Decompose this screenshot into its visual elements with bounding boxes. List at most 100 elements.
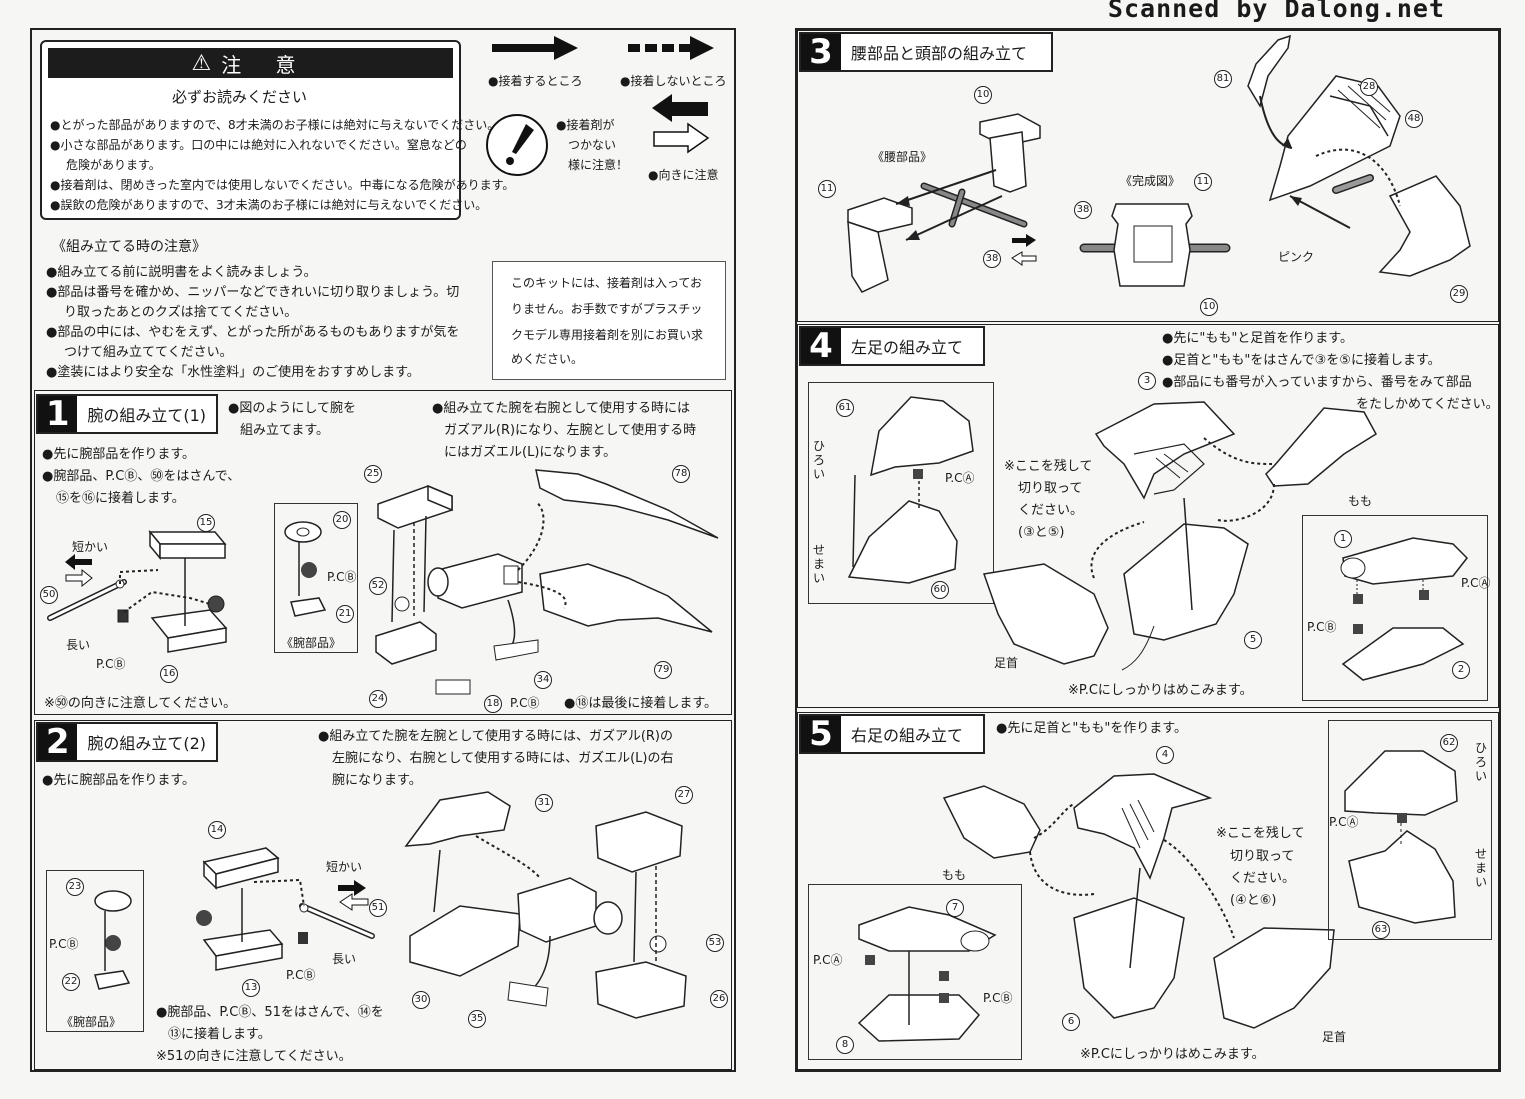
part-78: 78 [672,465,690,483]
caution-title: 注 意 [221,52,310,77]
legend-direction: ●向きに注意 [648,168,719,182]
step2-note-2: 左腕になり、右腕として使用する時には、ガズエル(L)の右 [332,751,674,766]
step1-note-b-3: にはガズエル(L)になります。 [444,445,617,460]
caution-item-4: ●接着剤は、閉めきった室内では使用しないでください。中毒になる危険があります。 [50,178,515,192]
step1-note-b-2: ガズアル(R)になり、左腕として使用する時 [444,423,697,438]
part-24: 24 [369,690,387,708]
step5-ankle-drawing [1344,750,1458,924]
step5-inset-pca: P.CⒶ [1329,815,1359,829]
part-81: 81 [1214,70,1232,88]
step3-panel [797,30,1499,322]
step4-note-4: をたしかめてください。 [1356,397,1499,412]
legend-glue-warning-3: 様に注意！ [568,158,629,172]
step3-label-complete: 《完成図》 [1120,174,1181,188]
step5-keep-note-3: ください。 [1230,871,1296,886]
step5-thigh-drawing [857,906,997,1042]
part-22: 22 [62,973,80,991]
step4-keep-note-1: ※ここを残して [1004,459,1093,474]
step3-header: 3 腰部品と頭部の組み立て [799,32,1053,72]
part-79: 79 [654,661,672,679]
part-20: 20 [333,511,351,529]
direction-arrows-icon [652,94,710,154]
part-52: 52 [369,577,387,595]
step3-head-drawing [1247,34,1471,277]
part-50: 50 [40,586,58,604]
part-11-waist: 11 [818,180,836,198]
step2-bottom-2: ⑬に接着します。 [168,1027,271,1042]
step4-ankle-drawing [847,396,974,584]
part-48: 48 [1405,110,1423,128]
step5-inset-pca-2: P.CⒶ [813,953,843,967]
step4-inset-pcb: P.CⒷ [1307,620,1337,634]
step4-thigh-drawing [1340,537,1468,681]
step5-header: 5 右足の組み立て [799,714,985,754]
inset2-title: 《腕部品》 [61,1015,122,1029]
glue-arrow-icon [492,36,578,60]
step2-arm-parts-inset: P.CⒷ 《腕部品》 [46,870,144,1032]
step1-intro-3: ⑮を⑯に接着します。 [56,491,185,506]
assembly-note-1: ●組み立てる前に説明書をよく読みましょう。 [46,265,317,280]
step2-bottom-1: ●腕部品、P.CⒷ、51をはさんで、⑭を [156,1005,384,1020]
step2-label-long: 長い [332,952,357,966]
step3-complete-drawing [1079,203,1231,287]
step2-arm-subassembly-drawing [196,847,375,971]
part-23: 23 [66,878,84,896]
step5-label-ankle: 足首 [1322,1030,1347,1044]
step5-panel [797,712,1499,1070]
step5-number: 5 [801,714,841,754]
legend-glue-warning-1: ●接着剤が [556,118,615,132]
step4-title: 左足の組み立て [851,338,964,357]
step3-label-waist: 《腰部品》 [872,150,933,164]
part-60: 60 [931,581,949,599]
step4-keep-note-4: (③と⑤) [1018,525,1065,540]
step4-label-ankle: 足首 [994,656,1019,670]
part-62: 62 [1440,734,1458,752]
step2-intro: ●先に腕部品を作ります。 [42,773,196,788]
part-28: 28 [1360,78,1378,96]
step1-arm-subassembly-drawing [47,529,228,653]
step4-label-pca: P.CⒶ [945,471,975,485]
step5-label-wide: ひろい [1475,741,1488,783]
step1-panel [34,390,732,715]
step3-label-pink: ピンク [1278,250,1315,264]
part-26: 26 [710,990,728,1008]
caution-item-1: ●とがった部品がありますので、8才未満のお子様には絶対に与えないでください。 [50,118,500,132]
step2-title: 腕の組み立て(2) [87,734,206,753]
step4-keep-note-3: ください。 [1018,503,1084,518]
step2-label-pc: P.CⒷ [286,968,316,982]
step4-thigh-inset: P.CⒷ P.CⒶ [1302,515,1491,701]
step2-panel [34,720,732,1070]
step1-footnote-right: ●⑱は最後に接着します。 [564,696,718,711]
legend-no-glue: ●接着しないところ [620,74,727,88]
part-51: 51 [369,899,387,917]
caution-item-3: 危険があります。 [66,158,161,172]
part-63: 63 [1372,921,1390,939]
step1-label-long: 長い [66,638,91,652]
step4-number: 4 [801,326,841,366]
step1-note-a-2: 組み立てます。 [240,423,330,438]
part-10-complete: 10 [1200,298,1218,316]
caution-item-2: ●小さな部品があります。口の中には絶対に入れないでください。窒息などの [50,138,467,152]
kit-note-line-1: このキットには、接着剤は入ってお [511,276,703,290]
step5-bottom: ※P.Cにしっかりはめこみます。 [1080,1047,1265,1062]
part-6: 6 [1062,1013,1080,1031]
part-35: 35 [468,1010,486,1028]
part-8: 8 [836,1036,854,1054]
caution-item-5: ●誤飲の危険がありますので、3才未満のお子様には絶対に与えないでください。 [50,198,488,212]
step1-note-a-1: ●図のようにして腕を [228,401,356,416]
step1-arm-assembly-drawing [375,469,719,695]
step1-intro-2: ●腕部品、P.CⒷ、㊿をはさんで、 [42,469,241,484]
part-61: 61 [836,399,854,417]
step2-header: 2 腕の組み立て(2) [36,722,218,762]
left-page-frame [30,28,736,1072]
step2-number: 2 [38,722,78,762]
part-38-waist: 38 [983,250,1001,268]
step4-header: 4 左足の組み立て [799,326,985,366]
caution-box: ⚠ 注 意 必ずお読みください ●とがった部品がありますので、8才未満のお子様に… [40,40,514,220]
part-14: 14 [208,821,226,839]
assembly-notes-title: 《組み立てる時の注意》 [52,239,206,255]
caution-title-bar: ⚠ 注 意 [48,48,453,78]
step1-pc-label-2: P.CⒷ [510,696,540,710]
part-27: 27 [675,786,693,804]
assembly-note-5: つけて組み立ててください。 [64,345,233,360]
